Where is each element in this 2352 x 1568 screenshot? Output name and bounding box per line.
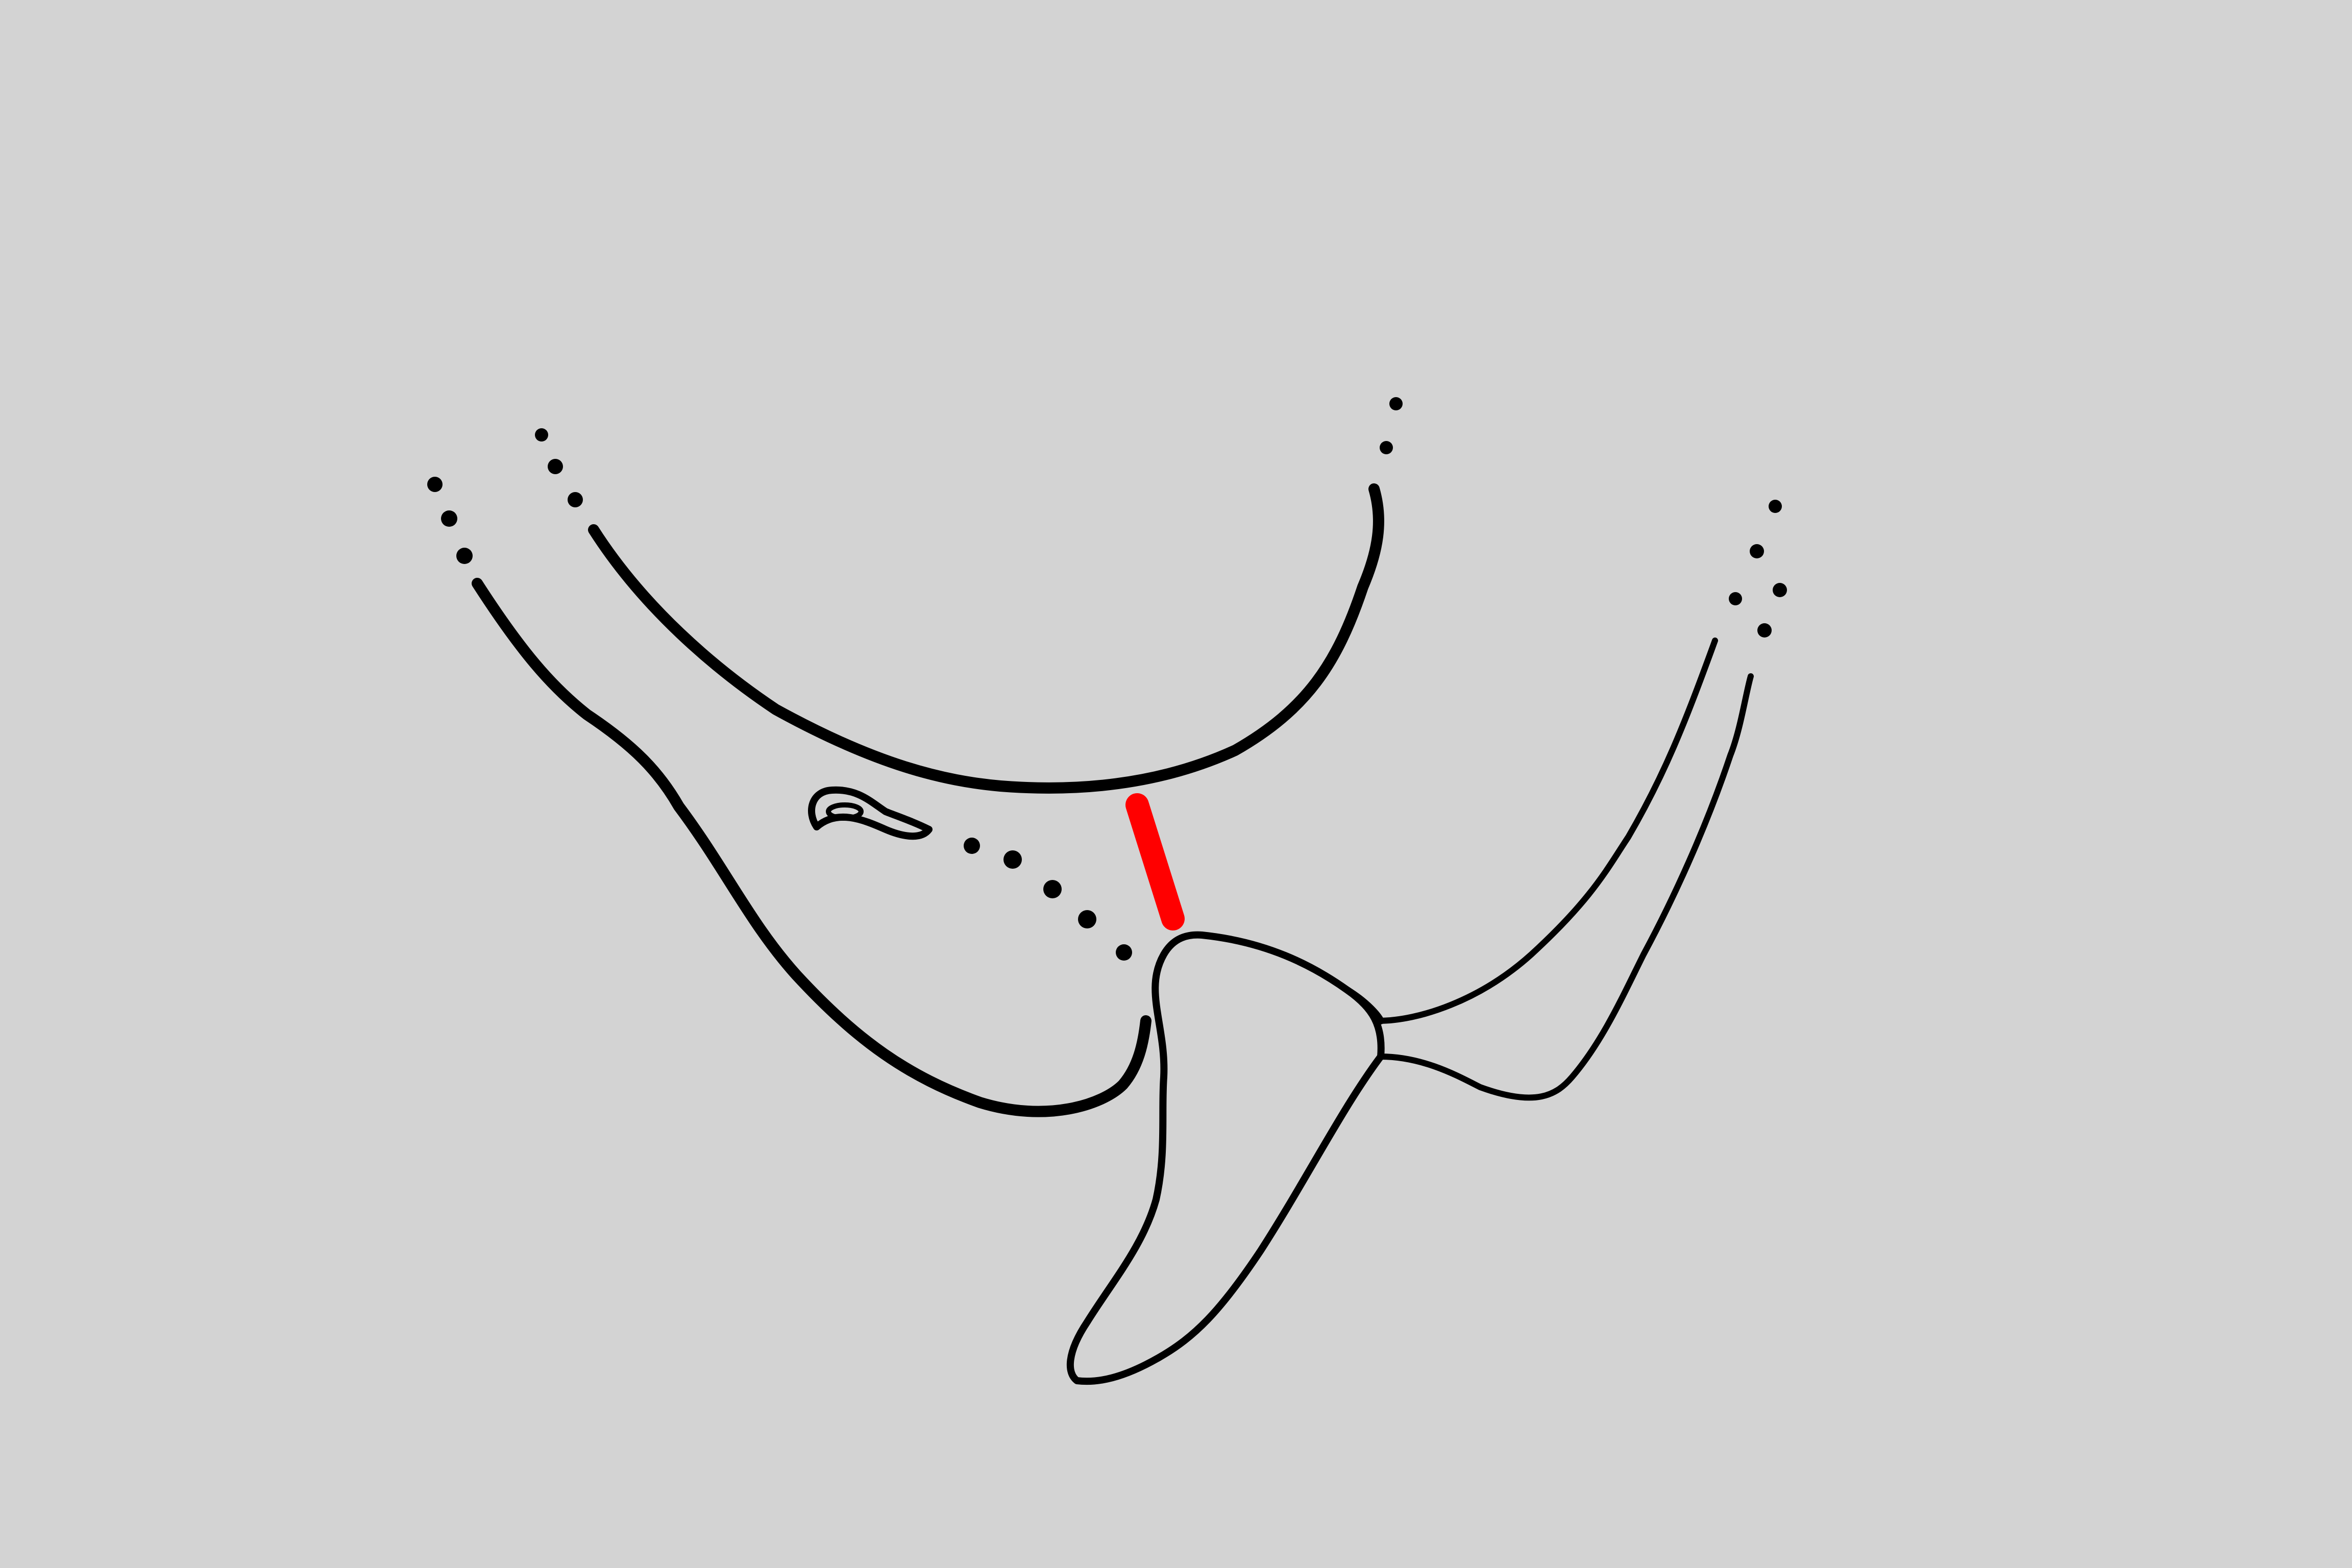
dotted-outlines xyxy=(427,397,1787,961)
outer-left-curve xyxy=(472,578,1152,1117)
red-marker xyxy=(1125,793,1185,930)
right-arm-inner xyxy=(1378,673,1754,1101)
junction-line xyxy=(1344,987,1384,1024)
lower-lobe xyxy=(1066,931,1385,1385)
inner-curve xyxy=(588,483,1384,794)
keyhole-inner xyxy=(826,802,864,821)
right-arm-outer xyxy=(1375,638,1718,1024)
keyhole-shape xyxy=(808,786,933,840)
